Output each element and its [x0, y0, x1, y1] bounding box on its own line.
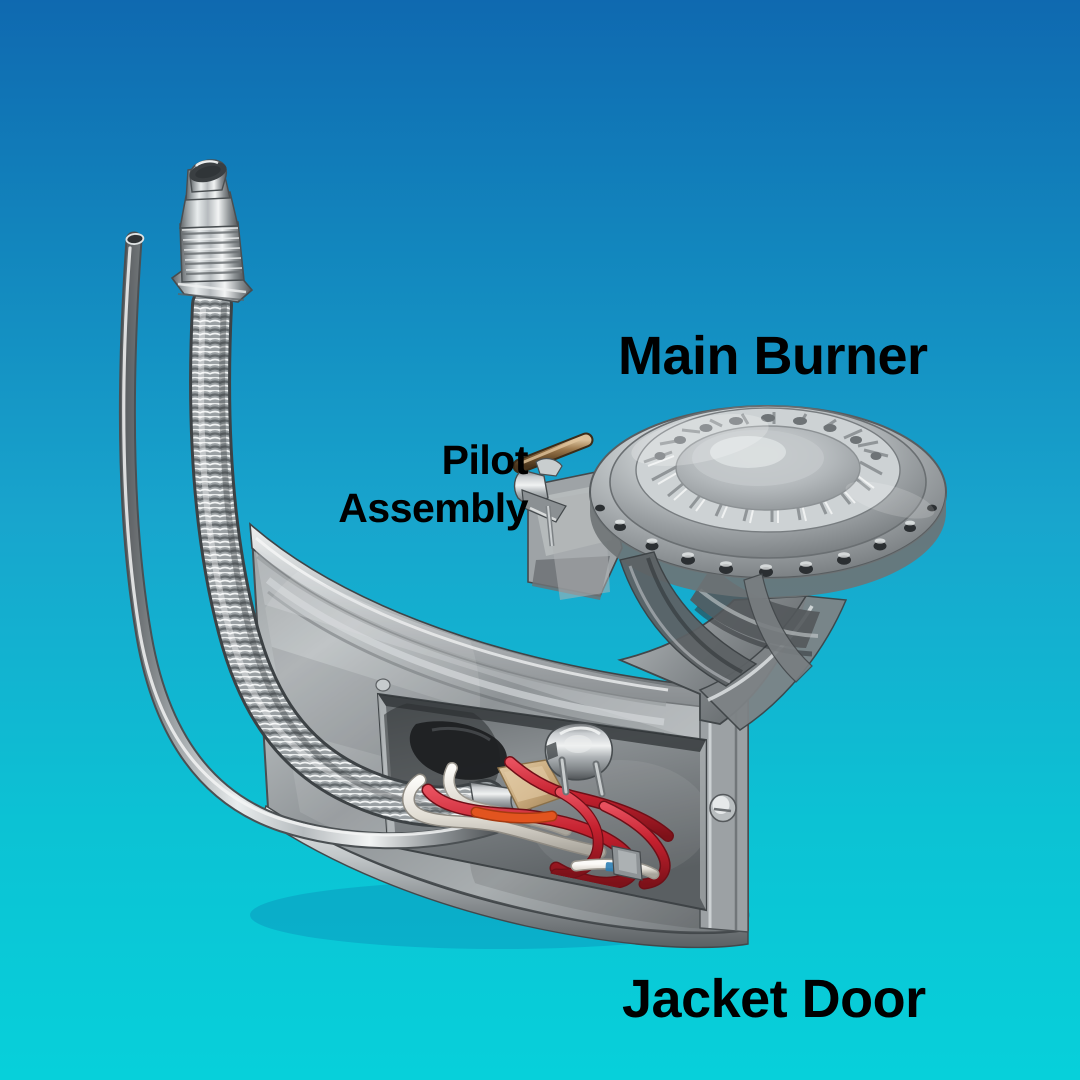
- door-screw: [709, 793, 737, 823]
- window-bracket: [611, 845, 643, 881]
- burner-port-holes: [595, 504, 937, 577]
- pilot-hood: [513, 457, 567, 547]
- threaded-compression-fitting: [170, 159, 254, 303]
- wire-harness: [402, 721, 674, 890]
- pilot-gas-tube: [118, 231, 503, 850]
- burner-support-leg: [619, 551, 813, 687]
- main-burner-disc: [589, 405, 947, 598]
- label-jacket-door: Jacket Door: [622, 969, 926, 1029]
- thermostat-stud: [544, 722, 613, 798]
- thermocouple-tube: [512, 432, 594, 474]
- door-rivet: [375, 678, 391, 692]
- burner-crown-ports: [654, 414, 882, 460]
- label-main-burner: Main Burner: [618, 326, 928, 386]
- label-pilot-assembly: Pilot Assembly: [338, 437, 528, 532]
